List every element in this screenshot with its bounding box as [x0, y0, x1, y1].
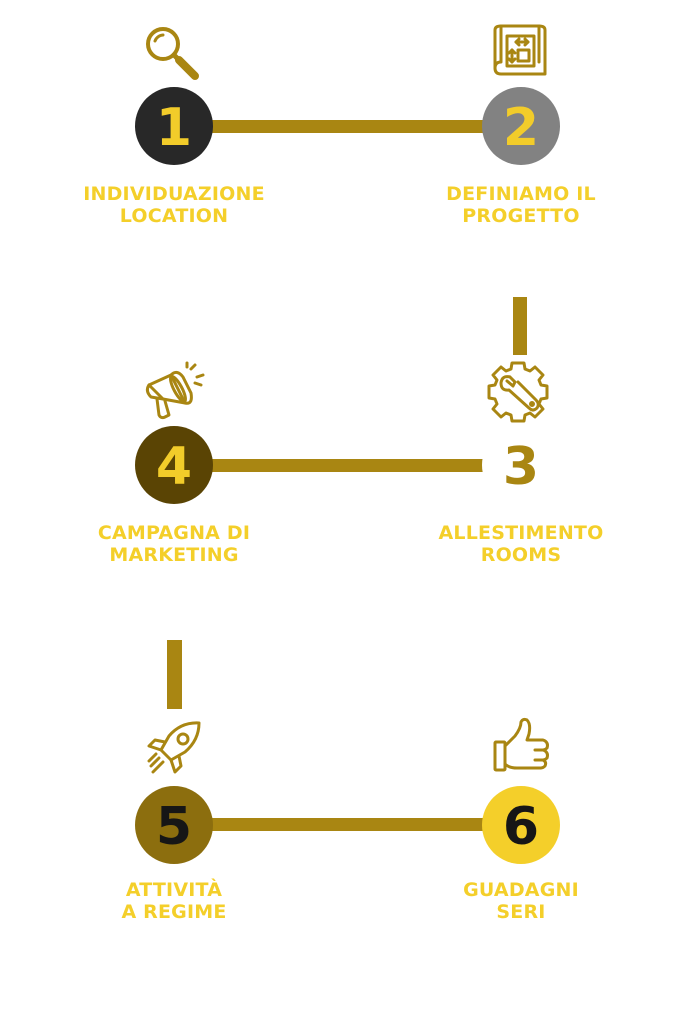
step-label-1: INDIVIDUAZIONE LOCATION: [64, 183, 284, 227]
step-label-2-line-1: DEFINIAMO IL: [446, 183, 596, 205]
step-label-5: ATTIVITÀ A REGIME: [64, 879, 284, 923]
megaphone-icon: [145, 361, 205, 420]
step-label-4-line-1: CAMPAGNA DI: [97, 522, 251, 544]
connector-2-3: [513, 297, 527, 355]
step-number-4: 4: [156, 437, 192, 497]
step-label-3-line-1: ALLESTIMENTO: [438, 522, 604, 544]
step-circle-6: 6: [482, 786, 560, 864]
blueprint-icon: [493, 24, 547, 76]
step-label-1-line-1: INDIVIDUAZIONE: [83, 183, 265, 205]
step-label-6-line-1: GUADAGNI: [463, 879, 579, 901]
step-number-5: 5: [156, 797, 192, 857]
connector-5-6: [210, 818, 485, 831]
connector-4-5: [167, 640, 182, 709]
step-number-3: 3: [503, 437, 539, 497]
step-label-4: CAMPAGNA DI MARKETING: [64, 522, 284, 566]
step-circle-2: 2: [482, 87, 560, 165]
step-label-4-line-2: MARKETING: [109, 544, 239, 566]
step-number-1: 1: [156, 98, 192, 158]
step-circle-1: 1: [135, 87, 213, 165]
step-label-3-line-2: ROOMS: [480, 544, 562, 566]
step-number-6: 6: [503, 797, 539, 857]
step-label-2: DEFINIAMO IL PROGETTO: [411, 183, 631, 227]
step-circle-5: 5: [135, 786, 213, 864]
step-circle-3: 3: [482, 426, 560, 504]
thumbs-up-icon: [493, 717, 549, 772]
magnifier-icon: [146, 27, 199, 80]
step-label-5-line-1: ATTIVITÀ: [125, 879, 223, 901]
step-label-3: ALLESTIMENTO ROOMS: [411, 522, 631, 566]
step-label-5-line-2: A REGIME: [121, 901, 227, 923]
rocket-icon: [147, 721, 201, 774]
step-number-2: 2: [503, 98, 539, 158]
step-circle-4: 4: [135, 426, 213, 504]
step-label-6-line-2: SERI: [496, 901, 546, 923]
connectors: [167, 120, 527, 831]
connector-1-2: [210, 120, 485, 133]
gear-wrench-icon: [487, 361, 549, 423]
connector-3-4: [210, 459, 485, 472]
step-label-6: GUADAGNI SERI: [411, 879, 631, 923]
step-label-1-line-2: LOCATION: [119, 205, 229, 227]
step-label-2-line-2: PROGETTO: [462, 205, 580, 227]
